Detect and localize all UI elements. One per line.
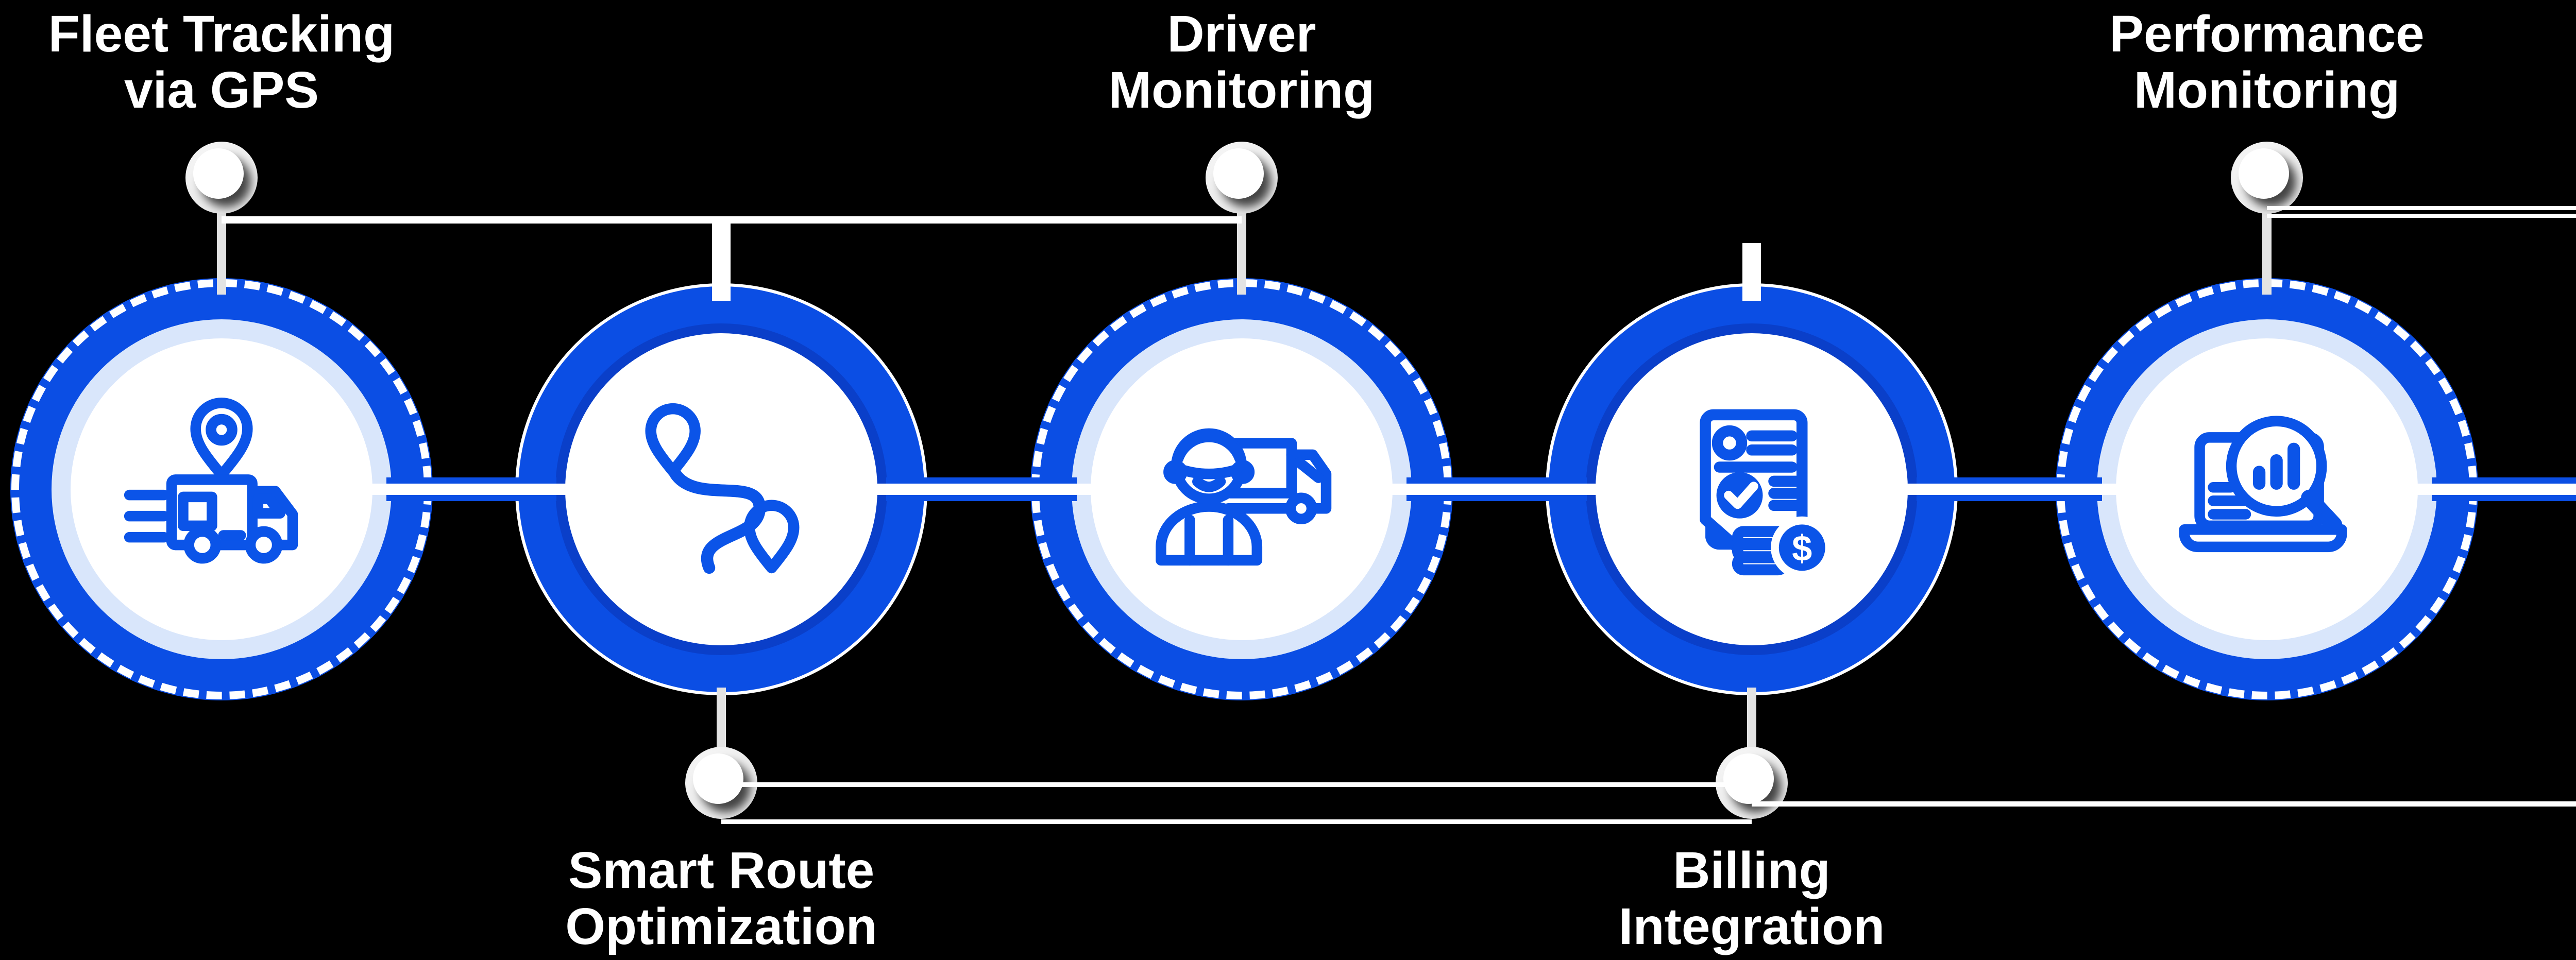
stem-dot-billing <box>1747 688 1756 765</box>
dot-core <box>2239 148 2289 199</box>
label-line: Servers <box>2501 899 2576 955</box>
stem-dot-performance-monitoring <box>2262 202 2272 295</box>
dot-core <box>693 753 743 804</box>
label-line: Driver <box>1167 5 1316 63</box>
link-line-bottom-4-6 <box>1752 801 2576 807</box>
label-line: Integration <box>1618 898 1885 955</box>
link-line-top-1-3 <box>222 216 1242 224</box>
link-line-bottom-2-4-lower <box>721 819 1752 824</box>
stem-dot-driver-monitoring <box>1237 202 1246 295</box>
label-performance-monitoring: Performance Monitoring <box>1984 6 2550 118</box>
label-fleet-tracking: Fleet Tracking via GPS <box>0 6 505 118</box>
label-line: Fleet Tracking <box>48 5 395 63</box>
label-line: Billing <box>1673 842 1831 899</box>
feature-disc-smart-route <box>565 333 877 645</box>
feature-disc-fleet-tracking <box>71 338 372 640</box>
driver-truck-icon <box>1156 428 1332 566</box>
feature-disc-driver-monitoring <box>1091 338 1393 640</box>
feature-disc-billing-integration: $ <box>1596 333 1908 645</box>
label-line: Monitoring <box>1108 61 1375 119</box>
link-line-bottom-2-4-upper <box>721 782 1752 787</box>
label-driver-monitoring: Driver Monitoring <box>958 6 1525 118</box>
label-line: Monitoring <box>2133 61 2400 119</box>
link-line-top-5-edge-upper <box>2267 206 2576 210</box>
laptop-analytics-icon <box>2179 416 2347 553</box>
link-line-top-5-edge-lower <box>2267 214 2576 218</box>
label-line: Smart Route <box>568 842 875 899</box>
stem-dot-smart-route <box>717 688 726 765</box>
label-smart-route: Smart Route Optimization <box>438 843 1005 955</box>
route-pins-icon <box>645 403 800 574</box>
label-line: Secure <box>2501 843 2576 899</box>
truck-gps-icon <box>124 398 298 564</box>
stem-up-billing <box>1742 243 1761 301</box>
dot-core <box>193 148 244 199</box>
label-billing-integration: Billing Integration <box>1468 843 2035 955</box>
stem-up-smart-route <box>712 218 731 301</box>
label-line: Performance <box>2109 5 2425 63</box>
feature-disc-performance-monitoring <box>2116 338 2418 640</box>
label-line: via GPS <box>124 61 319 119</box>
svg-text:$: $ <box>1792 528 1812 569</box>
label-line: Optimization <box>565 898 877 955</box>
connector-dot-fleet-tracking <box>185 142 258 214</box>
connector-dot-billing <box>1716 747 1788 819</box>
connector-dot-performance-monitoring <box>2231 142 2303 214</box>
dot-core <box>1213 148 1264 199</box>
label-secure-servers: Secure Servers <box>2501 843 2576 955</box>
stem-dot-fleet-tracking <box>217 202 226 295</box>
invoice-dollar-icon: $ <box>1700 409 1834 579</box>
dot-core <box>1723 753 1774 804</box>
connector-dot-driver-monitoring <box>1206 142 1278 214</box>
